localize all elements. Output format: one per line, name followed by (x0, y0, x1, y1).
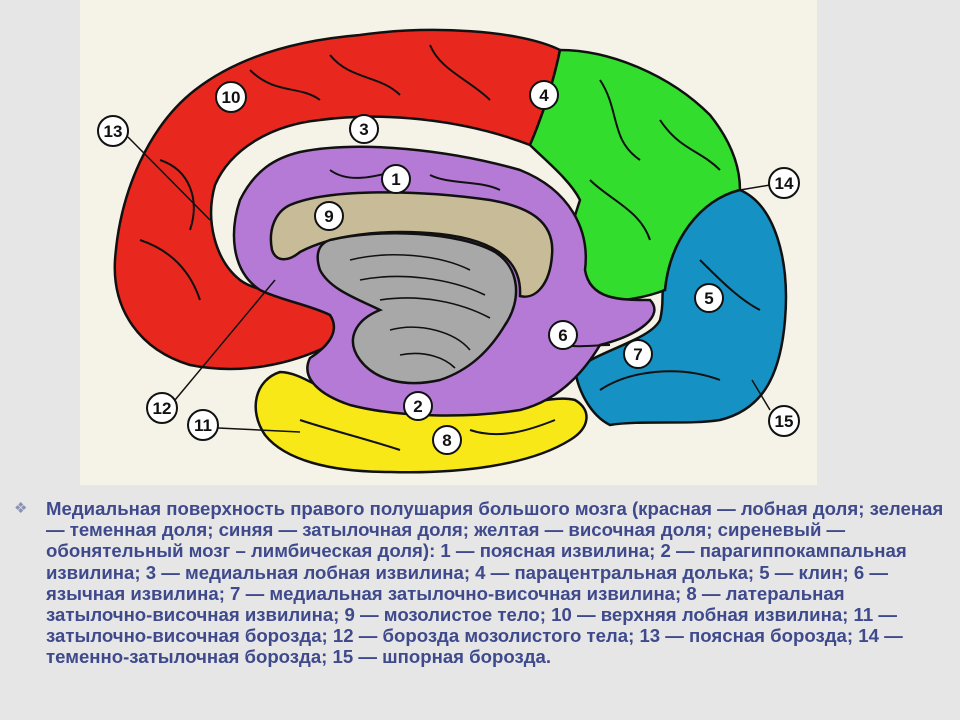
label-marker-1: 1 (381, 164, 411, 194)
label-11: 11 (194, 416, 212, 435)
label-7: 7 (633, 345, 642, 364)
label-1: 1 (391, 170, 400, 189)
label-marker-14: 14 (768, 167, 800, 199)
label-marker-10: 10 (215, 81, 247, 113)
label-5: 5 (704, 289, 713, 308)
label-4: 4 (539, 86, 549, 105)
label-15: 15 (775, 412, 794, 431)
label-marker-3: 3 (349, 114, 379, 144)
label-marker-6: 6 (548, 320, 578, 350)
bullet-icon: ❖ (14, 500, 28, 517)
caption-text: Медиальная поверхность правого полушария… (46, 498, 944, 668)
thalamus-folds (349, 254, 491, 369)
label-13: 13 (104, 122, 123, 141)
occipital-lobe-region (573, 188, 788, 427)
brain-diagram: 1 2 3 4 5 6 7 8 9 10 11 12 13 14 15 (97, 28, 800, 474)
label-marker-9: 9 (314, 201, 344, 231)
label-14: 14 (775, 174, 794, 193)
label-marker-15: 15 (768, 405, 800, 437)
label-6: 6 (558, 326, 567, 345)
label-marker-13: 13 (97, 115, 129, 147)
label-10: 10 (222, 88, 241, 107)
label-marker-8: 8 (432, 425, 462, 455)
label-marker-4: 4 (529, 80, 559, 110)
label-marker-12: 12 (146, 392, 178, 424)
caption-block: ❖ Медиальная поверхность правого полушар… (8, 498, 948, 668)
label-marker-7: 7 (623, 339, 653, 369)
label-8: 8 (442, 431, 451, 450)
label-12: 12 (153, 399, 172, 418)
label-marker-2: 2 (403, 391, 433, 421)
number-labels: 1 2 3 4 5 6 7 8 9 10 11 12 13 14 15 (97, 80, 800, 455)
label-marker-5: 5 (694, 283, 724, 313)
label-9: 9 (324, 207, 333, 226)
label-3: 3 (359, 120, 368, 139)
label-marker-11: 11 (187, 409, 219, 441)
pointer-lines (127, 136, 771, 433)
label-2: 2 (413, 397, 422, 416)
gyral-folds (139, 44, 761, 451)
